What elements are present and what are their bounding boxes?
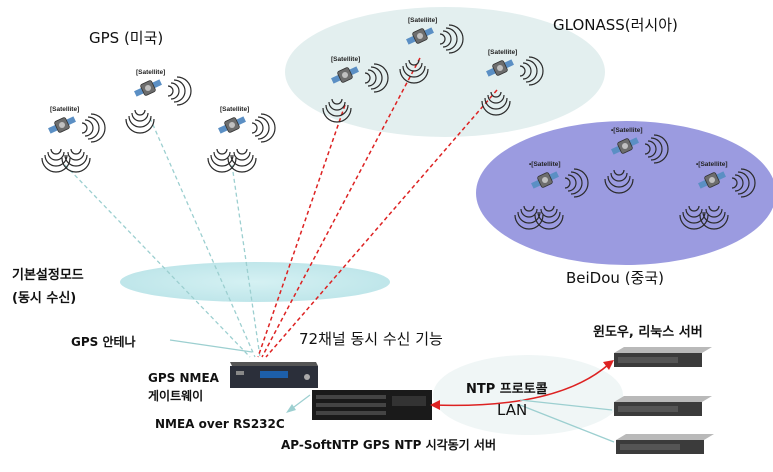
gps-satellite-2: [Satellite] bbox=[125, 69, 192, 134]
beidou-satellite-2: •[Satellite] bbox=[604, 127, 669, 194]
client-server-1 bbox=[614, 347, 712, 367]
antenna-leader bbox=[169, 339, 253, 353]
glonass-region bbox=[285, 7, 605, 137]
ntp-protocol-label: NTP 프로토콜 bbox=[466, 382, 548, 397]
client-servers-title: 윈도우, 리눅스 서버 bbox=[593, 325, 703, 340]
satellite-tag: [Satellite] bbox=[331, 56, 360, 63]
glonass-links bbox=[257, 57, 498, 358]
gps-satellite-1: [Satellite] bbox=[41, 106, 106, 173]
rs232-label: NMEA over RS232C bbox=[155, 417, 285, 431]
beidou-satellite-1: •[Satellite] bbox=[514, 161, 589, 230]
gateway-label-line2: 게이트웨이 bbox=[148, 389, 204, 403]
satellite-tag: [Satellite] bbox=[136, 69, 165, 76]
satellite-tag: •[Satellite] bbox=[696, 161, 728, 168]
ntp-server-caption: AP-SoftNTP GPS NTP 시각동기 서버 bbox=[281, 438, 496, 452]
glonass-constellation-label: GLONASS(러시아) bbox=[553, 16, 678, 34]
satellite-tag: [Satellite] bbox=[408, 17, 437, 24]
simultaneous-reception-label: (동시 수신) bbox=[12, 291, 77, 306]
beidou-satellite-3: •[Satellite] bbox=[679, 161, 756, 230]
gps-antenna-label: GPS 안테나 bbox=[71, 335, 136, 349]
ntp-server-device bbox=[312, 390, 432, 420]
satellite-tag: •[Satellite] bbox=[529, 161, 561, 168]
reception-disc bbox=[120, 262, 390, 302]
channel-feature-label: 72채널 동시 수신 기능 bbox=[299, 330, 443, 348]
gps-satellite-3: [Satellite] bbox=[207, 106, 276, 173]
satellite-tag: [Satellite] bbox=[50, 106, 79, 113]
beidou-constellation-label: BeiDou (중국) bbox=[566, 269, 664, 287]
satellite-tag: [Satellite] bbox=[488, 49, 517, 56]
lan-links bbox=[519, 399, 615, 443]
basic-mode-label: 기본설정모드 bbox=[12, 268, 84, 283]
lan-region bbox=[433, 355, 623, 435]
client-server-3 bbox=[616, 434, 714, 454]
gps-links bbox=[64, 117, 261, 358]
gateway-label-line1: GPS NMEA bbox=[148, 371, 219, 385]
glonass-satellite-2: [Satellite] bbox=[399, 17, 464, 84]
glonass-satellite-3: [Satellite] bbox=[481, 49, 544, 116]
satellite-tag: •[Satellite] bbox=[611, 127, 643, 134]
client-server-2 bbox=[614, 396, 712, 416]
gps-constellation-label: GPS (미국) bbox=[89, 29, 164, 47]
lan-label: LAN bbox=[497, 401, 528, 419]
ntp-arrow bbox=[431, 364, 609, 407]
glonass-satellite-1: [Satellite] bbox=[322, 56, 389, 123]
gps-nmea-gateway-device bbox=[230, 362, 318, 388]
satellite-tag: [Satellite] bbox=[220, 106, 249, 113]
